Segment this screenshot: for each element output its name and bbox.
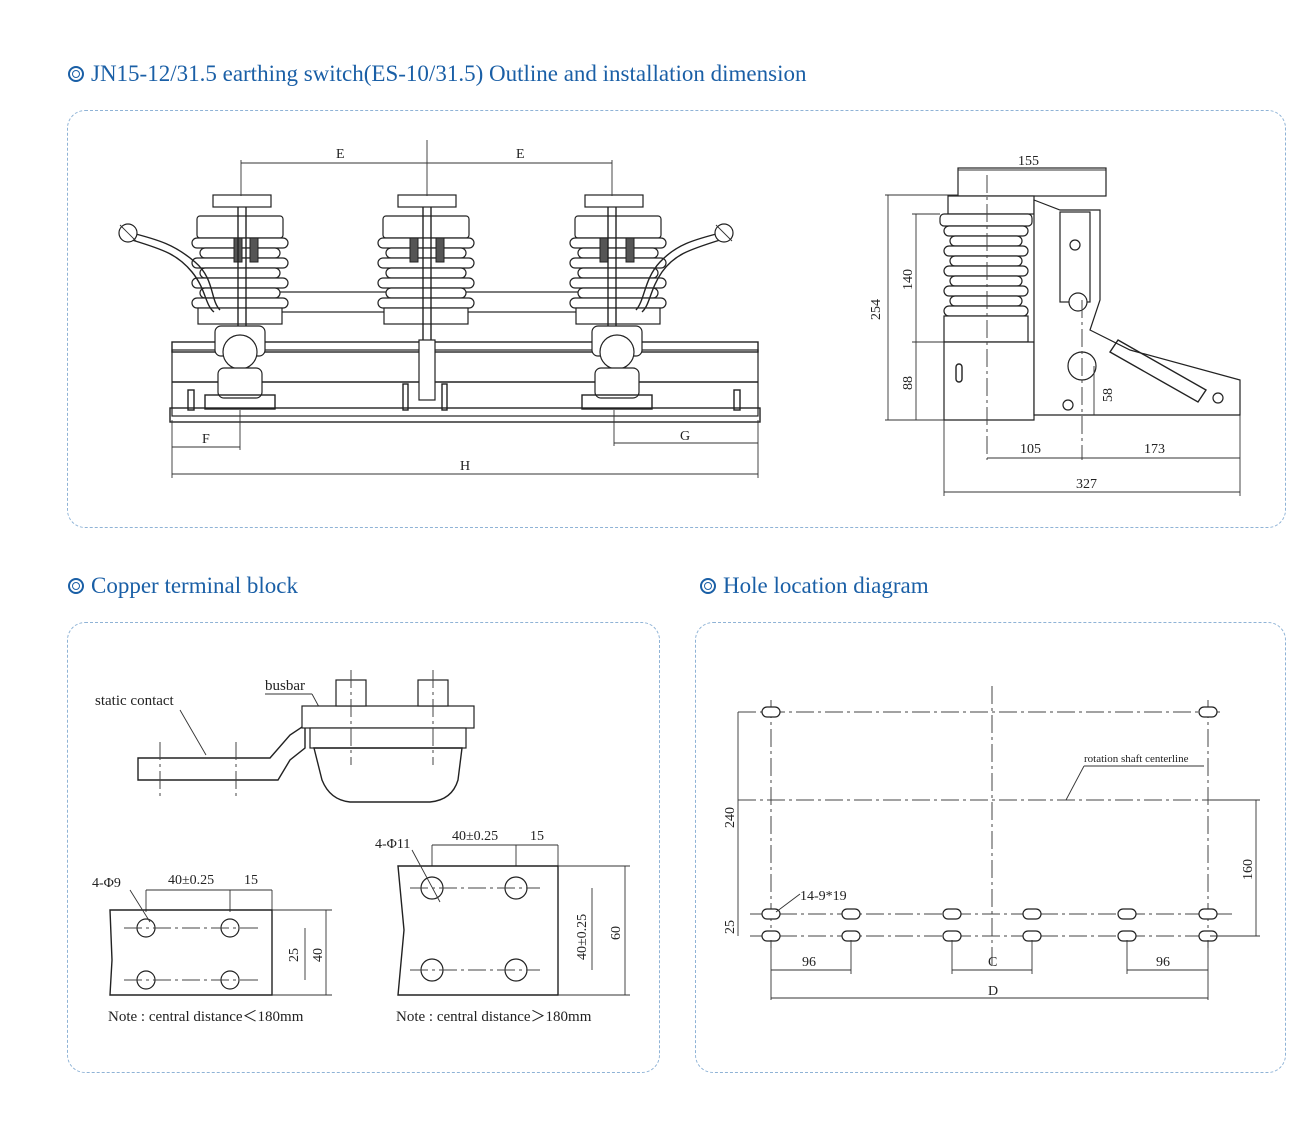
mechanism-right <box>581 325 653 410</box>
left-edge: 15 <box>244 873 258 888</box>
dim-160: 160 <box>1241 859 1256 880</box>
dim-254: 254 <box>869 299 884 320</box>
insulator-left <box>191 215 289 325</box>
slots <box>761 706 1218 942</box>
dim-240: 240 <box>723 807 738 828</box>
left-v1: 25 <box>287 948 302 962</box>
holes-panel <box>695 622 1286 1073</box>
dim-105: 105 <box>1020 442 1041 457</box>
double-circle-icon <box>68 66 84 82</box>
dim-140: 140 <box>901 269 916 290</box>
insulator-right <box>569 215 667 325</box>
mechanism-left <box>204 325 276 410</box>
right-v1: 40±0.25 <box>575 914 590 960</box>
right-hole-spec: 4-Φ11 <box>375 837 410 852</box>
dim-327: 327 <box>1076 477 1097 492</box>
label-shaft-centerline: rotation shaft centerline <box>1084 753 1189 765</box>
hole-location-drawing: rotation shaft centerline 14-9*19 240 25… <box>723 686 1260 1000</box>
copper-panel <box>67 622 660 1073</box>
dim-173: 173 <box>1144 442 1165 457</box>
copper-title: Copper terminal block <box>91 573 298 598</box>
outline-title: JN15-12/31.5 earthing switch(ES-10/31.5)… <box>91 61 807 86</box>
right-v2: 60 <box>609 926 624 940</box>
label-static-contact: static contact <box>95 693 175 709</box>
dim-25: 25 <box>723 920 738 934</box>
insulator-middle <box>377 215 475 325</box>
dim-88: 88 <box>901 376 916 390</box>
right-edge: 15 <box>530 829 544 844</box>
outline-panel <box>67 110 1286 528</box>
copper-terminal-drawing: static contact busbar 4-Φ9 40±0.25 15 25… <box>92 670 630 1025</box>
dim-c: C <box>988 955 997 970</box>
dim-e-left: E <box>336 147 345 162</box>
left-pitch: 40±0.25 <box>168 873 214 888</box>
label-busbar: busbar <box>265 678 305 694</box>
double-circle-icon <box>700 578 716 594</box>
dim-d: D <box>988 984 998 999</box>
copper-heading: Copper terminal block <box>68 573 298 599</box>
dim-h: H <box>460 459 470 474</box>
holes-heading: Hole location diagram <box>700 573 929 599</box>
dim-g: G <box>680 429 690 444</box>
outline-heading: JN15-12/31.5 earthing switch(ES-10/31.5)… <box>68 61 806 87</box>
dim-58: 58 <box>1101 388 1116 402</box>
dim-f: F <box>202 432 210 447</box>
base-frame <box>171 349 759 417</box>
dim-e-right: E <box>516 147 525 162</box>
front-view-drawing: E E F G H <box>118 140 761 478</box>
left-note: Note : central distance＜180mm <box>108 1009 304 1025</box>
label-slot-spec: 14-9*19 <box>800 889 847 904</box>
dim-96-right: 96 <box>1156 955 1170 970</box>
right-pitch: 40±0.25 <box>452 829 498 844</box>
double-circle-icon <box>68 578 84 594</box>
holes-title: Hole location diagram <box>723 573 929 598</box>
dim-96-left: 96 <box>802 955 816 970</box>
dim-155: 155 <box>1018 154 1039 169</box>
side-view-drawing: 155 254 140 88 58 105 173 327 <box>869 154 1241 496</box>
right-note: Note : central distance＞180mm <box>396 1009 592 1025</box>
left-hole-spec: 4-Φ9 <box>92 876 121 891</box>
left-v2: 40 <box>311 948 326 962</box>
